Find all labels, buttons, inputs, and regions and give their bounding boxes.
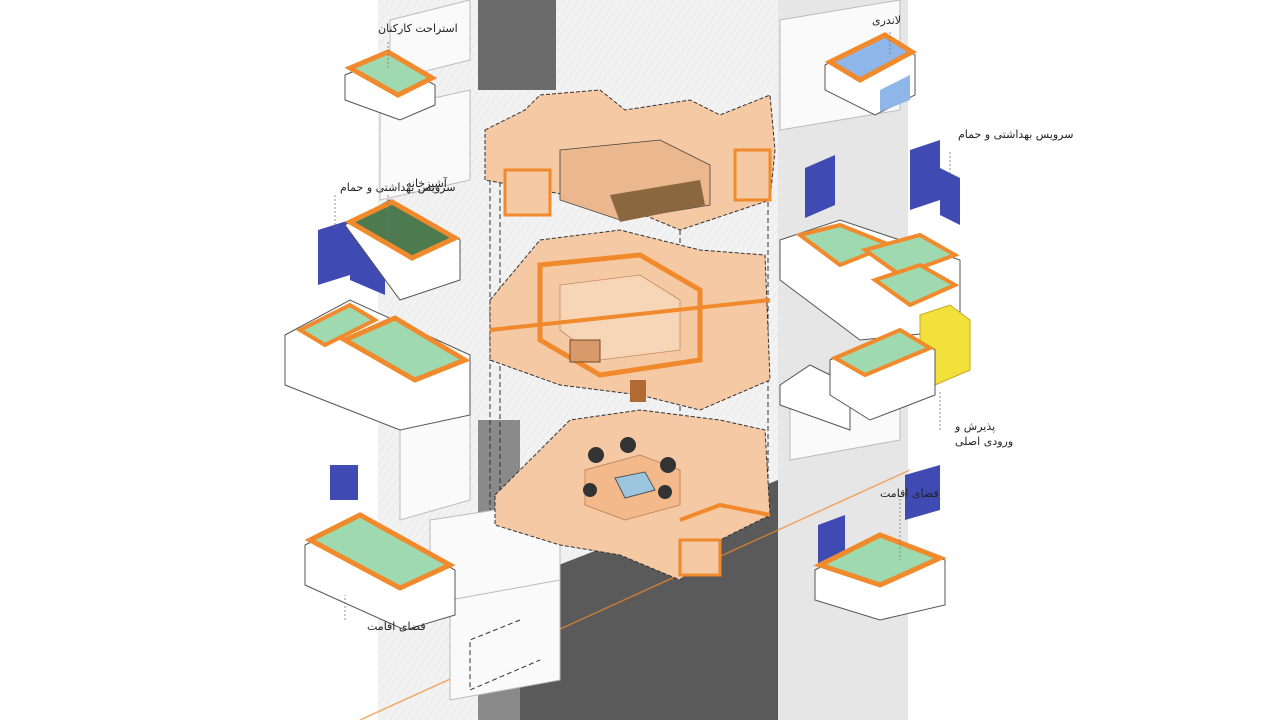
- label-kitchen: آشپزخانه: [406, 176, 448, 190]
- label-reception-line2: ورودی اصلی: [955, 435, 1013, 448]
- label-sanitary-left: سرویس بهداشتی و حمام: [340, 181, 455, 194]
- first-floor-level: [489, 229, 771, 411]
- ground-level: [494, 409, 771, 581]
- leader-lines: [334, 32, 951, 620]
- street-top: [478, 0, 556, 90]
- label-reception-line1: پذیرش و: [954, 420, 995, 433]
- labels: استراحت کارکنان لاندری سرویس بهداشتی و ح…: [340, 14, 1073, 633]
- roof-level: [484, 89, 776, 231]
- label-residence-right: فضای اقامت: [880, 487, 939, 500]
- right-callouts: [779, 32, 971, 621]
- left-callouts: [284, 49, 471, 631]
- label-sanitary-right: سرویس بهداشتی و حمام: [958, 128, 1073, 141]
- label-laundry: لاندری: [872, 14, 901, 27]
- label-residence-left: فضای اقامت: [367, 620, 426, 633]
- label-staff-rest: استراحت کارکنان: [378, 22, 458, 35]
